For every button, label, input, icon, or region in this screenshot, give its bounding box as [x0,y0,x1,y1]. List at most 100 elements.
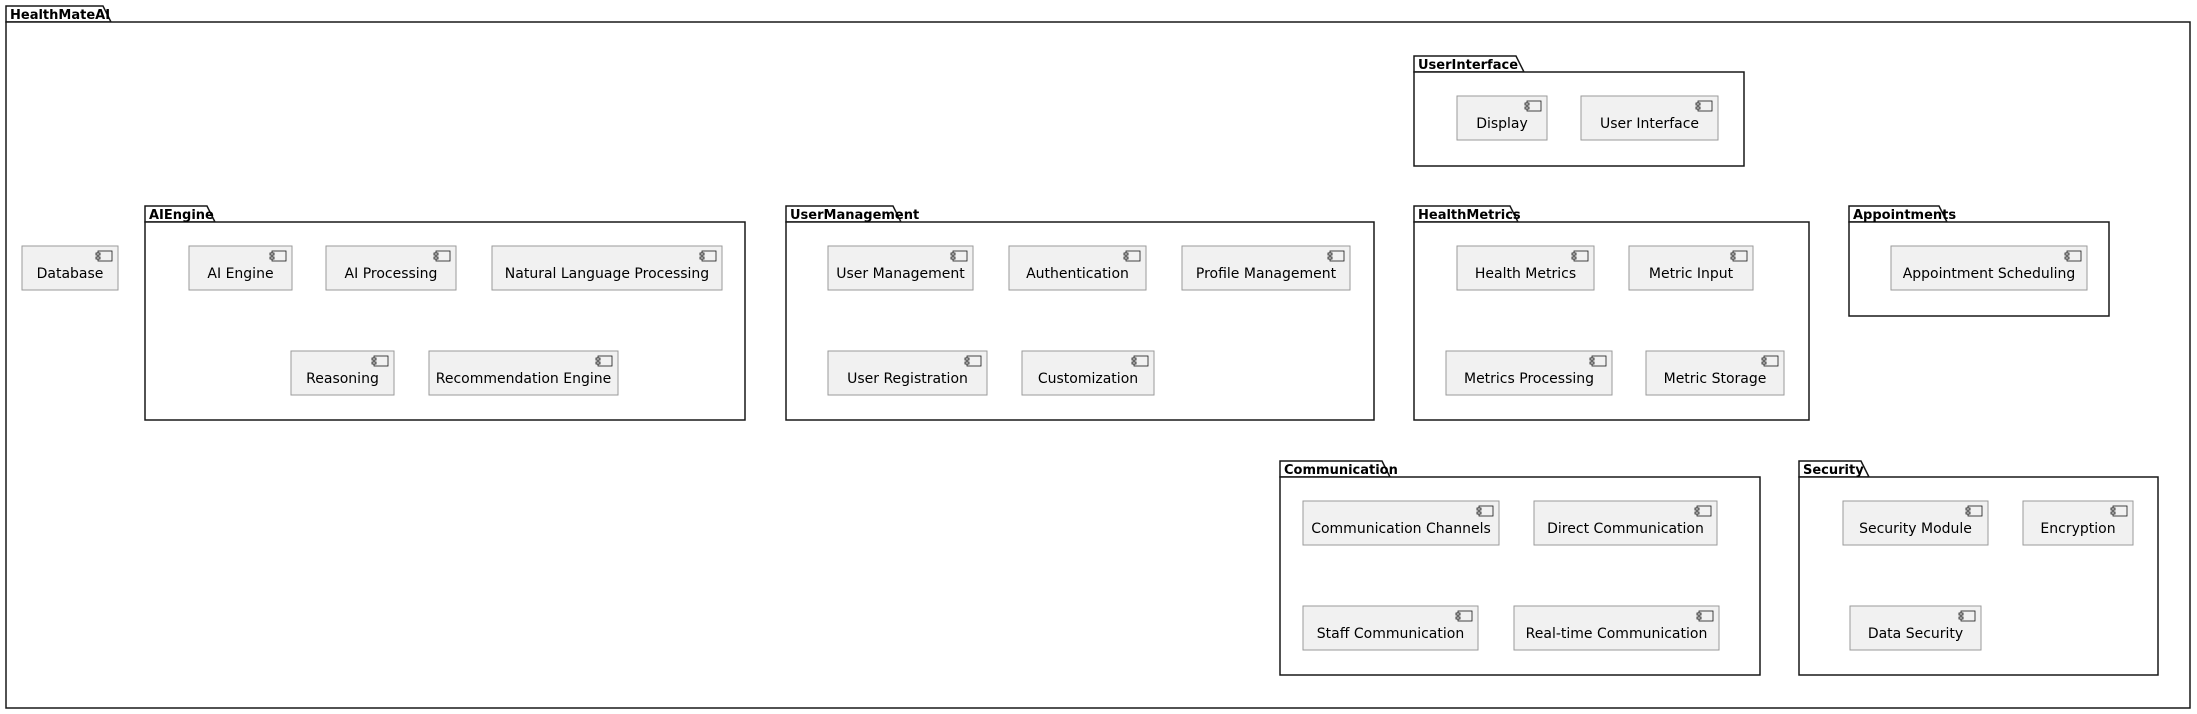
component-label: Metric Storage [1664,371,1767,387]
component-icon [1476,505,1494,517]
component-user-interface[interactable]: User Interface [1580,95,1719,141]
component-ai-processing[interactable]: AI Processing [325,245,457,291]
component-box [1580,95,1719,141]
component-realtime-communication[interactable]: Real-time Communication [1513,605,1720,651]
component-label: Direct Communication [1547,521,1704,537]
component-ai-engine[interactable]: AI Engine [188,245,293,291]
component-box [1445,350,1613,396]
component-display[interactable]: Display [1456,95,1548,141]
component-health-metrics[interactable]: Health Metrics [1456,245,1595,291]
component-authentication[interactable]: Authentication [1008,245,1147,291]
component-icon [433,250,451,262]
component-icon [1761,355,1779,367]
component-icon [1694,505,1712,517]
component-icon [1696,610,1714,622]
component-box [827,350,988,396]
component-user-management[interactable]: User Management [827,245,974,291]
component-box [1302,605,1479,651]
component-user-registration[interactable]: User Registration [827,350,988,396]
component-icon [1327,250,1345,262]
component-label: Data Security [1868,626,1963,642]
component-label: Authentication [1026,266,1129,282]
component-icon [595,355,613,367]
component-metric-input[interactable]: Metric Input [1628,245,1754,291]
component-icon [2110,505,2128,517]
component-label: Health Metrics [1475,266,1576,282]
component-box [491,245,723,291]
component-label: Reasoning [306,371,379,387]
component-box [1890,245,2088,291]
package-title: Appointments [1853,208,1956,223]
component-label: AI Processing [345,266,438,282]
component-icon [2064,250,2082,262]
component-profile-management[interactable]: Profile Management [1181,245,1351,291]
component-encryption[interactable]: Encryption [2022,500,2134,546]
component-icon [1123,250,1141,262]
component-nlp[interactable]: Natural Language Processing [491,245,723,291]
component-box [1302,500,1500,546]
component-icon [1131,355,1149,367]
component-database[interactable]: Database [21,245,119,291]
component-label: User Registration [847,371,968,387]
component-label: Staff Communication [1317,626,1464,642]
component-box [428,350,619,396]
component-metric-storage[interactable]: Metric Storage [1645,350,1785,396]
component-data-security[interactable]: Data Security [1849,605,1982,651]
component-customization[interactable]: Customization [1021,350,1155,396]
component-label: Customization [1038,371,1138,387]
component-label: Database [37,266,104,282]
package-title: AIEngine [149,208,214,223]
component-icon [1695,100,1713,112]
package-title: UserInterface [1418,58,1518,73]
component-icon [269,250,287,262]
component-communication-channels[interactable]: Communication Channels [1302,500,1500,546]
component-box [1842,500,1989,546]
component-appointment-scheduling[interactable]: Appointment Scheduling [1890,245,2088,291]
component-label: Recommendation Engine [436,371,611,387]
package-title: UserManagement [790,208,919,223]
package-title: HealthMateAI [10,8,110,23]
component-box [827,245,974,291]
component-recommendation-engine[interactable]: Recommendation Engine [428,350,619,396]
package-title: HealthMetrics [1418,208,1521,223]
component-icon [1455,610,1473,622]
component-icon [371,355,389,367]
component-direct-communication[interactable]: Direct Communication [1533,500,1718,546]
component-icon [699,250,717,262]
component-label: Encryption [2040,521,2115,537]
component-label: Metrics Processing [1464,371,1594,387]
component-label: Natural Language Processing [505,266,709,282]
component-label: AI Engine [207,266,273,282]
component-box [1533,500,1718,546]
component-reasoning[interactable]: Reasoning [290,350,395,396]
component-security-module[interactable]: Security Module [1842,500,1989,546]
component-label: Communication Channels [1311,521,1491,537]
component-icon [1958,610,1976,622]
package-aiengine: AIEngine AI Engine AI Processing Natural La… [144,205,746,421]
component-icon [1589,355,1607,367]
component-icon [1965,505,1983,517]
component-label: User Management [836,266,965,282]
component-label: Security Module [1859,521,1972,537]
component-metrics-processing[interactable]: Metrics Processing [1445,350,1613,396]
component-box [1645,350,1785,396]
component-label: Display [1476,116,1528,132]
component-label: Metric Input [1649,266,1734,282]
component-icon [1571,250,1589,262]
component-label: User Interface [1600,116,1699,132]
component-box [1008,245,1147,291]
package-title: Security [1803,463,1864,478]
component-box [1181,245,1351,291]
component-box [1456,245,1595,291]
component-staff-communication[interactable]: Staff Communication [1302,605,1479,651]
component-icon [964,355,982,367]
component-label: Profile Management [1196,266,1337,282]
component-icon [1730,250,1748,262]
